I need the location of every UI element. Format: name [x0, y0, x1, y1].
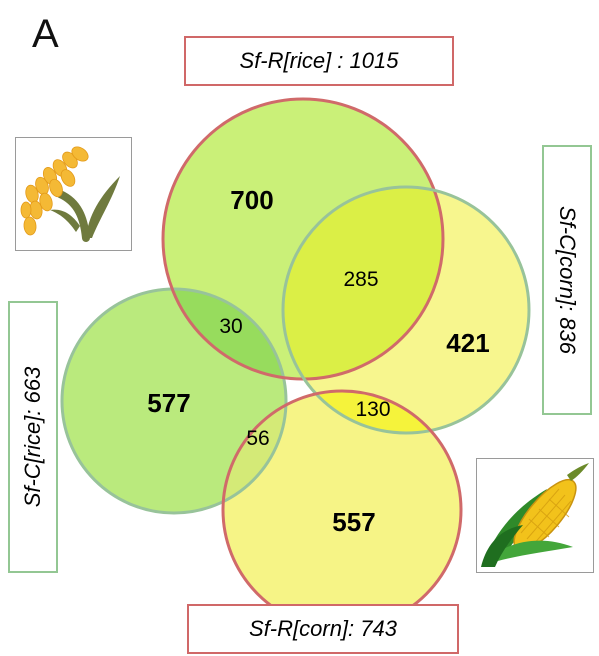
panel-letter: A: [32, 12, 59, 56]
count-corn-c-and-corn-r: 130: [355, 398, 390, 421]
count-rice-r-and-corn-c: 285: [343, 268, 378, 291]
count-rice-c-only: 577: [147, 388, 190, 418]
label-sf-c-corn-box: Sf-C[corn]: 836: [542, 145, 592, 415]
set-sf-c-corn-outline: [281, 185, 531, 435]
label-sf-c-rice: Sf-C[rice]: 663: [20, 366, 45, 508]
count-rice-r-only: 700: [230, 185, 273, 215]
corn-cob-icon: [476, 458, 594, 573]
count-corn-r-only: 557: [332, 507, 375, 537]
overlap-rice-r-rice-c: [163, 289, 286, 379]
label-sf-c-rice-box: Sf-C[rice]: 663: [8, 301, 58, 573]
count-rice-r-and-rice-c: 30: [219, 315, 242, 338]
count-rice-c-and-corn-r: 56: [246, 427, 269, 450]
set-sf-c-rice-outline: [60, 287, 288, 515]
count-corn-c-only: 421: [446, 328, 489, 358]
label-sf-r-corn: Sf-R[corn]: 743: [187, 604, 459, 654]
label-sf-r-rice: Sf-R[rice] : 1015: [184, 36, 454, 86]
rice-plant-icon: [15, 137, 132, 251]
set-sf-r-corn-circle: [223, 391, 461, 629]
label-sf-c-corn: Sf-C[corn]: 836: [555, 206, 580, 354]
